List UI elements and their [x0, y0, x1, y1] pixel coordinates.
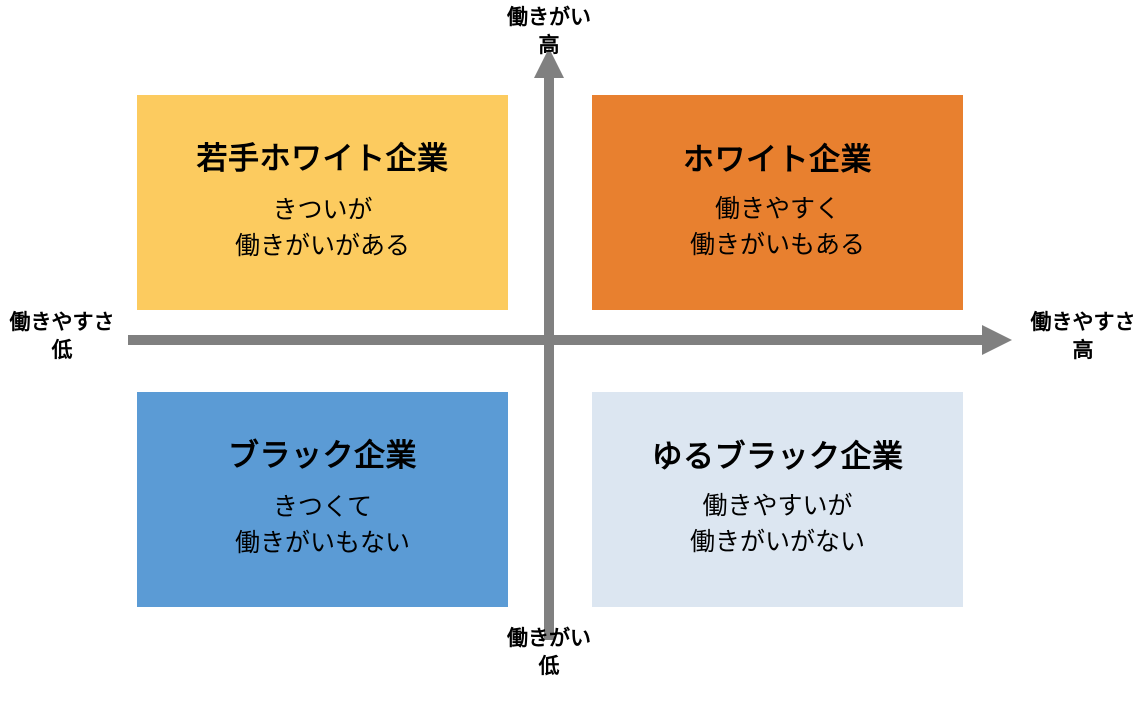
axis-label-top-line1: 働きがい [507, 5, 591, 29]
quadrant-bottom-left: ブラック企業 きつくて 働きがいもない [137, 392, 508, 607]
horizontal-axis-shaft [128, 335, 984, 345]
quadrant-bottom-left-title: ブラック企業 [228, 437, 417, 474]
axis-label-bottom-line2: 低 [538, 653, 560, 678]
axis-label-top: 働きがい 高 [449, 4, 649, 60]
quadrant-bottom-right-desc-line2: 働きがいがない [689, 526, 865, 556]
quadrant-top-left-desc-line1: きついが [272, 195, 373, 225]
quadrant-top-left: 若手ホワイト企業 きついが 働きがいがある [137, 95, 508, 310]
quadrant-bottom-right-title: ゆるブラック企業 [651, 438, 904, 475]
quadrant-bottom-right-desc-line1: 働きやすいが [702, 491, 853, 521]
axis-label-left-line2: 低 [51, 337, 73, 362]
axis-label-right-line2: 高 [1072, 337, 1094, 362]
quadrant-top-right-title: ホワイト企業 [683, 141, 872, 178]
horizontal-axis [128, 325, 1012, 355]
axis-label-left-line1: 働きやすさ [9, 310, 115, 334]
quadrant-top-right-desc-line2: 働きがいもある [689, 229, 865, 259]
axis-label-right: 働きやすさ 高 [1019, 309, 1147, 365]
vertical-axis-shaft [544, 76, 554, 640]
axis-label-bottom-line1: 働きがい [507, 626, 591, 650]
quadrant-top-right-desc-line1: 働きやすく [714, 194, 840, 224]
axis-label-left: 働きやすさ 低 [0, 309, 124, 365]
quadrant-bottom-left-desc-line2: 働きがいもない [234, 527, 410, 557]
quadrant-bottom-left-desc-line1: きつくて [272, 492, 373, 522]
axis-label-right-line1: 働きやすさ [1030, 310, 1136, 334]
axis-label-bottom: 働きがい 低 [449, 625, 649, 681]
vertical-axis [534, 48, 564, 640]
axis-label-top-line2: 高 [538, 32, 560, 57]
quadrant-top-left-title: 若手ホワイト企業 [196, 140, 449, 177]
arrow-right-icon [982, 325, 1012, 355]
quadrant-top-right: ホワイト企業 働きやすく 働きがいもある [592, 95, 963, 310]
quadrant-top-left-desc-line2: 働きがいがある [234, 230, 410, 260]
quadrant-bottom-right: ゆるブラック企業 働きやすいが 働きがいがない [592, 392, 963, 607]
